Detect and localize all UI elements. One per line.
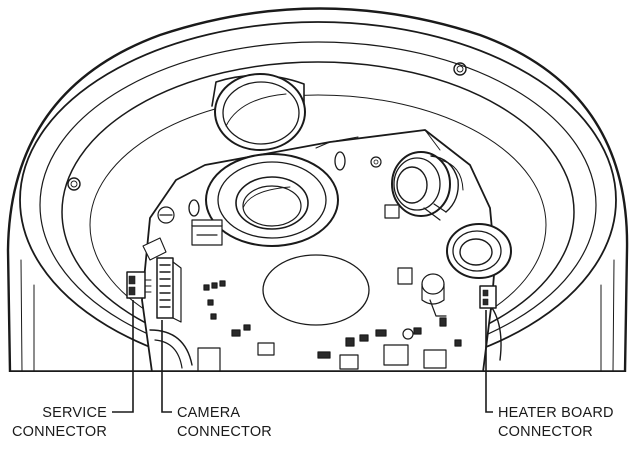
camera-leader-line bbox=[161, 320, 172, 413]
rim-screw-hole-right bbox=[453, 62, 467, 76]
desiccant-fitting bbox=[446, 223, 512, 279]
service-connector bbox=[126, 271, 152, 299]
lens-mount bbox=[205, 153, 339, 247]
housing-rim-outer bbox=[19, 21, 617, 372]
heater-connector-label: HEATER BOARD CONNECTOR bbox=[498, 404, 614, 442]
camera-label-line1: CAMERA bbox=[177, 405, 241, 421]
heater-label-line2: CONNECTOR bbox=[498, 424, 593, 440]
board-slot-2 bbox=[188, 199, 200, 217]
heater-label-line1: HEATER BOARD bbox=[498, 405, 614, 421]
service-leader-line bbox=[112, 300, 134, 413]
camera-label-line2: CONNECTOR bbox=[177, 424, 272, 440]
board-components bbox=[149, 204, 502, 372]
board-mount-hole bbox=[370, 156, 382, 168]
camera-connector bbox=[142, 237, 182, 323]
cable-gland-right bbox=[391, 151, 464, 221]
heater-board-connector bbox=[479, 285, 497, 309]
board-center-pad bbox=[262, 254, 370, 326]
service-label-line2: CONNECTOR bbox=[12, 424, 107, 440]
camera-connector-label: CAMERA CONNECTOR bbox=[177, 404, 272, 442]
rim-screw-hole-left bbox=[67, 177, 81, 191]
housing-side-contour bbox=[20, 259, 615, 372]
board-slot bbox=[334, 151, 346, 171]
service-label-line1: SERVICE bbox=[42, 405, 107, 421]
cable-gland-top bbox=[211, 73, 306, 151]
service-connector-label: SERVICE CONNECTOR bbox=[12, 404, 107, 442]
heater-leader-line bbox=[485, 310, 493, 413]
